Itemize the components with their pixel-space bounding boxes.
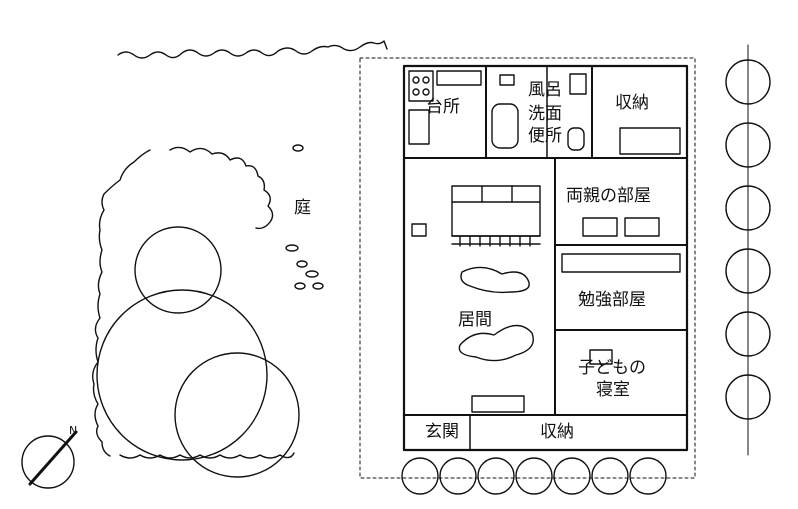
property-boundary	[359, 57, 696, 479]
stove-burner	[422, 88, 430, 96]
hedge-bottom-left	[119, 452, 295, 459]
bathtub	[491, 103, 519, 149]
tree-medium	[174, 352, 300, 478]
tree-small	[134, 226, 222, 314]
kitchen-counter	[436, 70, 482, 86]
tree-right	[725, 122, 771, 168]
stepping-stone	[294, 282, 306, 290]
tv-cabinet	[471, 395, 525, 413]
stove-burner	[412, 88, 420, 96]
room-label-storage-bottom: 収納	[540, 422, 574, 442]
hedge-garden-inner	[169, 146, 274, 230]
storage-shelf	[619, 127, 681, 155]
room-label-bath: 風呂	[528, 80, 562, 100]
room-label-toilet: 便所	[528, 126, 562, 146]
tree-bottom	[629, 457, 667, 495]
stepping-stone	[296, 260, 308, 268]
toilet	[567, 127, 585, 151]
tree-right	[725, 374, 771, 420]
tree-bottom	[439, 457, 477, 495]
rug	[460, 266, 530, 294]
tree-bottom	[477, 457, 515, 495]
house-outline	[402, 64, 689, 452]
garden-label: 庭	[294, 198, 311, 218]
bed	[624, 217, 660, 237]
hedge-left	[91, 149, 151, 457]
tree-right	[725, 248, 771, 294]
room-label-kids-room-line1: 子どもの	[578, 358, 646, 378]
tree-right	[725, 311, 771, 357]
tree-large	[96, 289, 268, 461]
kitchen-counter	[408, 70, 434, 102]
tree-bottom	[553, 457, 591, 495]
room-label-entrance: 玄関	[425, 422, 459, 442]
stepping-stone	[305, 270, 319, 278]
tree-right	[725, 185, 771, 231]
stove-burner	[422, 76, 430, 84]
tree-bottom	[591, 457, 629, 495]
kitchen-sink	[408, 109, 430, 145]
stepping-stone	[312, 282, 324, 290]
hedge-top	[117, 40, 388, 59]
bath-fixture	[499, 74, 515, 86]
compass-north-label: N	[69, 424, 78, 437]
compass-needle	[28, 430, 78, 486]
kids-bed	[589, 349, 613, 365]
room-label-storage-top: 収納	[615, 93, 649, 113]
tree-bottom	[401, 457, 439, 495]
room-label-washroom: 洗面	[528, 104, 562, 124]
room-label-parents-room: 両親の部屋	[566, 186, 651, 206]
compass-ring	[21, 435, 75, 489]
bed	[582, 217, 618, 237]
rug	[458, 324, 534, 362]
room-label-living: 居間	[458, 310, 492, 330]
stepping-stone	[285, 244, 299, 252]
room-label-kids-room-line2: 寝室	[596, 380, 630, 400]
stepping-stone	[292, 144, 304, 152]
wash-basin	[569, 73, 587, 95]
side-table	[411, 223, 427, 237]
stove-burner	[412, 76, 420, 84]
room-label-kitchen: 台所	[426, 97, 460, 117]
room-label-study: 勉強部屋	[578, 290, 646, 310]
tree-bottom	[515, 457, 553, 495]
stair	[451, 235, 541, 247]
tree-right	[725, 59, 771, 105]
sofa	[451, 185, 541, 237]
desk	[561, 253, 681, 273]
